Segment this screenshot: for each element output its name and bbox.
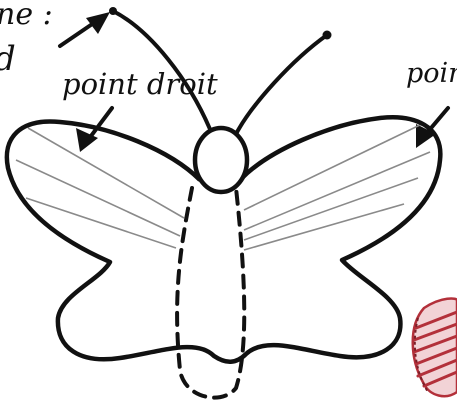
right-label-fragment: poin: [406, 58, 457, 89]
butterfly-head: [195, 128, 247, 192]
top-left-label-fragment: ne :: [0, 0, 53, 32]
right-wing-veins: [244, 124, 430, 250]
butterfly-body-dashed: [177, 188, 244, 398]
arrow-icon: [60, 12, 110, 46]
left-label-fragment: d: [0, 39, 16, 79]
stitched-fabric-icon: [413, 298, 457, 396]
left-wing-veins: [16, 128, 184, 248]
